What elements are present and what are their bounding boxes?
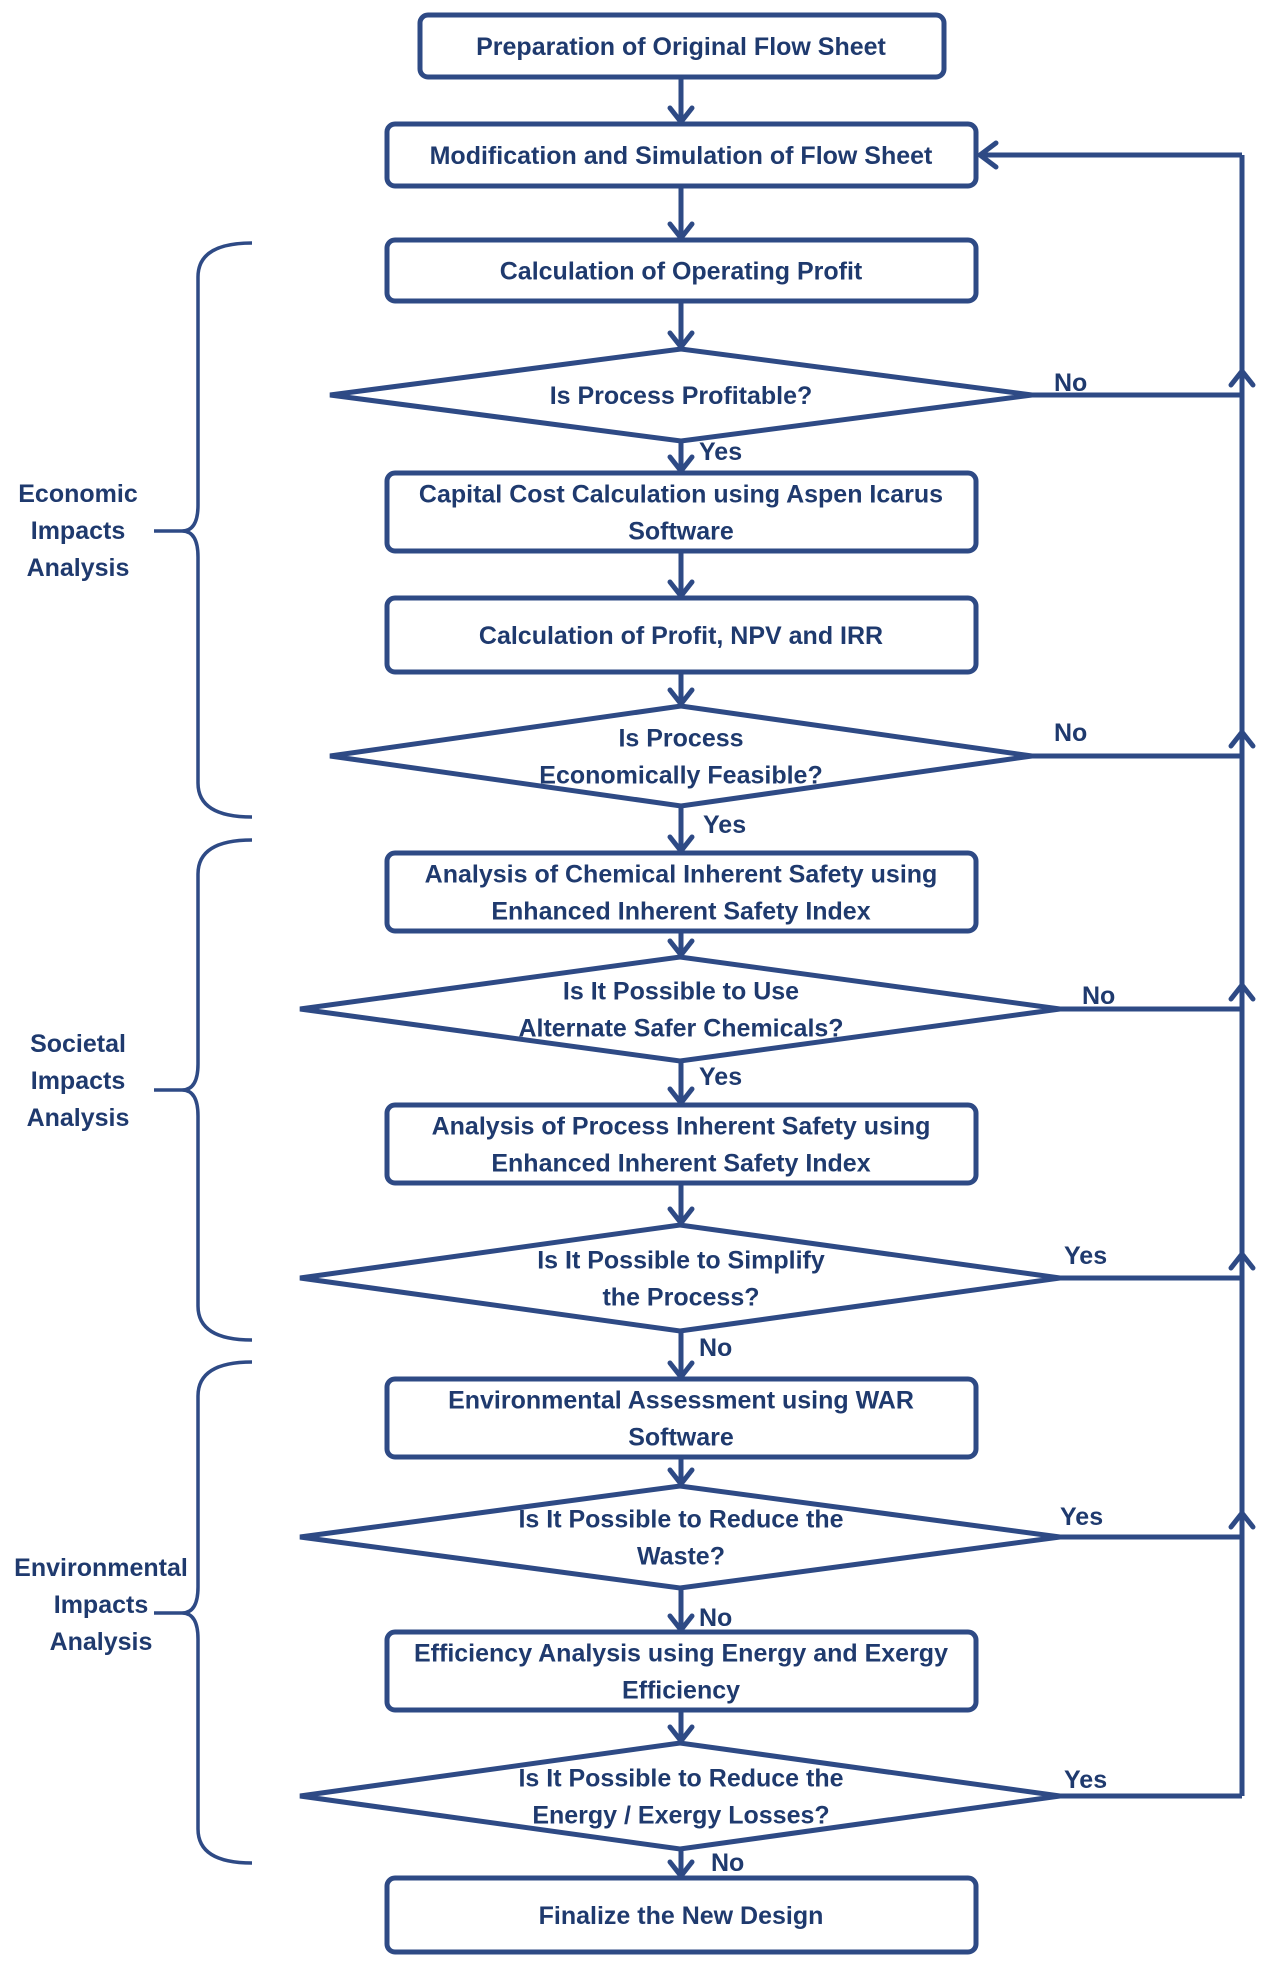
arrow-up-safer_chem — [1228, 982, 1256, 1002]
node-chem-safety-text-0: Analysis of Chemical Inherent Safety usi… — [425, 861, 938, 889]
node-operating-profit-text-0: Calculation of Operating Profit — [500, 258, 863, 286]
node-modify: Modification and Simulation of Flow Shee… — [384, 121, 979, 189]
arrow-up-profitable — [1228, 368, 1256, 388]
groups: EconomicImpactsAnalysisSocietalImpactsAn… — [14, 241, 253, 1865]
node-simplify: Is It Possible to Simplify the Process? — [299, 1222, 1061, 1334]
node-capital-cost-text-0: Capital Cost Calculation using Aspen Ica… — [419, 481, 943, 509]
edge-label-profitable-yes: Yes — [699, 438, 742, 466]
edge-label-reduce-losses-no: No — [711, 1849, 744, 1877]
group-economic-brace — [181, 241, 253, 819]
node-profit-npv-box — [384, 595, 979, 675]
node-capital-cost-text-1: Software — [628, 518, 734, 546]
node-capital-cost: Capital Cost Calculation using Aspen Ica… — [384, 470, 979, 554]
node-process-safety-box — [384, 1102, 979, 1186]
group-societal-label-2: Analysis — [27, 1104, 130, 1132]
node-simplify-diamond — [299, 1222, 1061, 1334]
node-process-safety-text-0: Analysis of Process Inherent Safety usin… — [432, 1113, 931, 1141]
arrow-up-simplify — [1228, 1251, 1256, 1271]
node-feasible-text-0: Is Process — [618, 725, 743, 753]
node-env-assess: Environmental Assessment using WAR Softwa… — [384, 1376, 979, 1460]
node-chem-safety-box — [384, 850, 979, 934]
edge-label-profitable-no: No — [1054, 369, 1087, 397]
node-profitable-diamond — [329, 346, 1033, 444]
group-economic-label-2: Analysis — [27, 554, 130, 582]
node-capital-cost-box — [384, 470, 979, 554]
node-chem-safety: Analysis of Chemical Inherent Safety usi… — [384, 850, 979, 934]
node-reduce-losses-text-1: Energy / Exergy Losses? — [532, 1802, 829, 1830]
group-environmental-label-0: Environmental — [14, 1554, 188, 1582]
edge-label-reduce-losses-yes: Yes — [1064, 1766, 1107, 1794]
edge-label-safer-chem-yes: Yes — [699, 1063, 742, 1091]
node-reduce-waste-diamond — [299, 1483, 1061, 1591]
group-environmental-label-2: Analysis — [50, 1628, 153, 1656]
node-profitable-text-0: Is Process Profitable? — [550, 382, 813, 410]
arrow-loop-to-modify — [977, 140, 999, 170]
node-feasible-diamond — [329, 703, 1033, 809]
edge-label-reduce-waste-yes: Yes — [1060, 1503, 1103, 1531]
edge-label-safer-chem-no: No — [1082, 982, 1115, 1010]
arrow-up-feasible — [1228, 729, 1256, 749]
node-safer-chem-diamond — [299, 954, 1061, 1064]
edges — [667, 77, 1256, 1879]
node-profitable: Is Process Profitable? — [329, 346, 1033, 444]
arrow-up-reduce_waste — [1228, 1510, 1256, 1530]
node-efficiency-text-1: Efficiency — [622, 1677, 740, 1705]
node-simplify-text-0: Is It Possible to Simplify — [537, 1247, 825, 1275]
group-societal-label-1: Impacts — [31, 1067, 125, 1095]
node-profit-npv-text-0: Calculation of Profit, NPV and IRR — [479, 622, 883, 650]
node-env-assess-text-0: Environmental Assessment using WAR — [448, 1387, 914, 1415]
node-operating-profit: Calculation of Operating Profit — [384, 237, 979, 304]
group-economic-label-0: Economic — [18, 480, 138, 508]
edge-label-reduce-waste-no: No — [699, 1604, 732, 1632]
node-reduce-waste-text-1: Waste? — [637, 1543, 725, 1571]
node-safer-chem-text-0: Is It Possible to Use — [563, 978, 799, 1006]
edge-label-feasible-no: No — [1054, 719, 1087, 747]
group-environmental-label-1: Impacts — [54, 1591, 148, 1619]
group-economic-label-1: Impacts — [31, 517, 125, 545]
node-prep: Preparation of Original Flow Sheet — [417, 12, 947, 80]
node-env-assess-box — [384, 1376, 979, 1460]
node-modify-box — [384, 121, 979, 189]
node-profit-npv: Calculation of Profit, NPV and IRR — [384, 595, 979, 675]
node-prep-box — [417, 12, 947, 80]
node-finalize-text-0: Finalize the New Design — [539, 1902, 824, 1930]
node-env-assess-text-1: Software — [628, 1424, 734, 1452]
nodes: Preparation of Original Flow SheetModifi… — [299, 12, 1061, 1955]
node-chem-safety-text-1: Enhanced Inherent Safety Index — [491, 898, 870, 926]
node-modify-text-0: Modification and Simulation of Flow Shee… — [430, 142, 933, 170]
node-feasible-text-1: Economically Feasible? — [539, 762, 822, 790]
edge-label-simplify-yes: Yes — [1064, 1242, 1107, 1270]
node-finalize: Finalize the New Design — [384, 1875, 979, 1955]
node-reduce-losses-text-0: Is It Possible to Reduce the — [518, 1765, 843, 1793]
node-safer-chem-text-1: Alternate Safer Chemicals? — [518, 1015, 843, 1043]
node-operating-profit-box — [384, 237, 979, 304]
node-efficiency: Efficiency Analysis using Energy and Exe… — [384, 1629, 979, 1713]
node-efficiency-text-0: Efficiency Analysis using Energy and Exe… — [414, 1640, 948, 1668]
edge-label-feasible-yes: Yes — [703, 811, 746, 839]
node-simplify-text-1: the Process? — [602, 1284, 759, 1312]
node-reduce-losses-diamond — [299, 1740, 1061, 1852]
node-process-safety: Analysis of Process Inherent Safety usin… — [384, 1102, 979, 1186]
node-finalize-box — [384, 1875, 979, 1955]
node-efficiency-box — [384, 1629, 979, 1713]
group-societal-label-0: Societal — [30, 1030, 126, 1058]
group-environmental-brace — [181, 1360, 253, 1865]
node-reduce-waste-text-0: Is It Possible to Reduce the — [518, 1506, 843, 1534]
node-process-safety-text-1: Enhanced Inherent Safety Index — [491, 1150, 870, 1178]
node-prep-text-0: Preparation of Original Flow Sheet — [476, 33, 886, 61]
group-societal-brace — [181, 838, 253, 1342]
edge-label-simplify-no: No — [699, 1334, 732, 1362]
